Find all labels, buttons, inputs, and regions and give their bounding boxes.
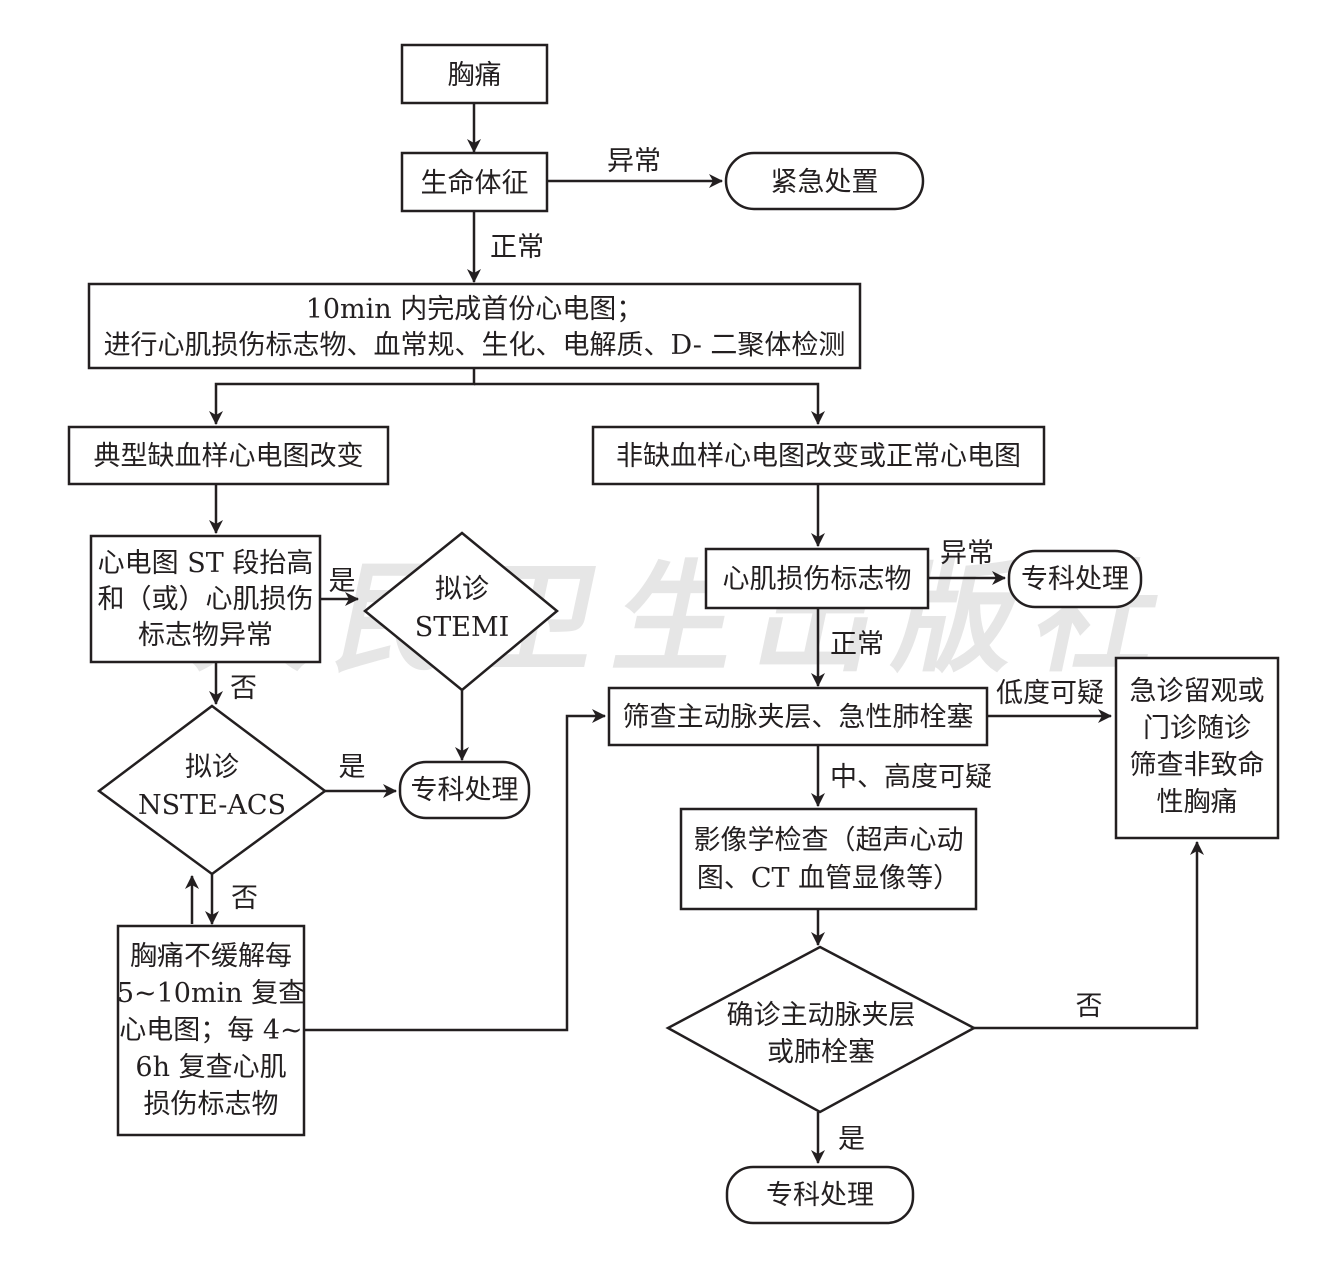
- node-specialist-3: 专科处理: [725, 1165, 915, 1225]
- node-confirm-line2: 或肺栓塞: [767, 1037, 875, 1068]
- node-specialist-2-label: 专科处理: [1021, 564, 1129, 595]
- edge-label-confirm-no: 否: [1076, 991, 1103, 1022]
- edge-labels: 异常 正常 是 否 是 否 异常 正常 低度可疑 中、高度可疑 否 是: [230, 146, 1104, 1155]
- node-emergency: 紧急处置: [724, 151, 925, 211]
- node-specialist-1: 专科处理: [398, 760, 531, 820]
- node-vital-signs: 生命体征: [400, 151, 549, 213]
- node-recheck: 胸痛不缓解每 5~10min 复查 心电图；每 4~ 6h 复查心肌 损伤标志物: [116, 924, 306, 1137]
- edge-label-markers-abnormal: 异常: [940, 538, 994, 569]
- connectors: [185, 103, 1204, 1164]
- node-myocardial-markers: 心肌损伤标志物: [704, 547, 930, 610]
- edge-label-confirm-yes: 是: [838, 1124, 865, 1155]
- node-typical-ischemic-label: 典型缺血样心电图改变: [94, 441, 364, 472]
- node-st-elevation-line2: 和（或）心肌损伤: [98, 584, 314, 615]
- edge-label-nste-no: 否: [231, 883, 258, 914]
- node-observe-line3: 筛查非致命: [1130, 750, 1265, 781]
- node-chest-pain-label: 胸痛: [448, 60, 502, 91]
- node-st-elevation-line3: 标志物异常: [138, 620, 273, 651]
- edge-label-st-yes: 是: [329, 566, 356, 597]
- node-imaging: 影像学检查（超声心动 图、CT 血管显像等）: [679, 807, 978, 911]
- node-st-elevation: 心电图 ST 段抬高 和（或）心肌损伤 标志物异常: [89, 534, 322, 664]
- node-typical-ischemic: 典型缺血样心电图改变: [67, 425, 390, 486]
- edge-label-vital-abnormal: 异常: [607, 146, 661, 177]
- edge-label-vital-normal: 正常: [490, 232, 544, 263]
- node-observe-line2: 门诊随诊: [1143, 713, 1251, 744]
- node-non-ischemic-label: 非缺血样心电图改变或正常心电图: [616, 441, 1021, 472]
- node-vital-signs-label: 生命体征: [421, 168, 529, 199]
- edge-label-nste-yes: 是: [339, 752, 366, 783]
- node-nste-acs-line1: 拟诊: [185, 752, 239, 783]
- edge-label-mid-high-suspicion: 中、高度可疑: [830, 762, 992, 793]
- node-recheck-line5: 损伤标志物: [144, 1089, 279, 1120]
- node-st-elevation-line1: 心电图 ST 段抬高: [98, 548, 314, 579]
- node-specialist-1-label: 专科处理: [411, 775, 519, 806]
- edge-label-low-suspicion: 低度可疑: [996, 678, 1104, 709]
- node-ecg-tests-line1: 10min 内完成首份心电图；: [306, 294, 644, 325]
- node-specialist-2: 专科处理: [1007, 549, 1143, 609]
- node-nste-acs-line2: NSTE-ACS: [138, 790, 286, 821]
- node-emergency-label: 紧急处置: [771, 167, 879, 198]
- node-confirm: 确诊主动脉夹层 或肺栓塞: [665, 945, 977, 1114]
- node-observe-line4: 性胸痛: [1157, 787, 1238, 818]
- node-nste-acs: 拟诊 NSTE-ACS: [96, 704, 328, 876]
- node-observe: 急诊留观或 门诊随诊 筛查非致命 性胸痛: [1114, 656, 1280, 840]
- node-observe-line1: 急诊留观或: [1130, 676, 1265, 707]
- node-myocardial-markers-label: 心肌损伤标志物: [723, 564, 912, 595]
- node-recheck-line4: 6h 复查心肌: [135, 1052, 286, 1083]
- node-stemi: 拟诊 STEMI: [363, 531, 559, 692]
- node-imaging-line1: 影像学检查（超声心动: [694, 825, 964, 856]
- node-screen-aortic-label: 筛查主动脉夹层、急性肺栓塞: [623, 702, 974, 733]
- node-ecg-tests-line2: 进行心肌损伤标志物、血常规、生化、电解质、D- 二聚体检测: [104, 330, 846, 361]
- edge-label-markers-normal: 正常: [830, 629, 884, 660]
- node-recheck-line3: 心电图；每 4~: [119, 1015, 302, 1046]
- node-confirm-line1: 确诊主动脉夹层: [727, 1000, 916, 1031]
- node-specialist-3-label: 专科处理: [766, 1180, 874, 1211]
- node-stemi-line1: 拟诊: [435, 574, 489, 605]
- node-recheck-line1: 胸痛不缓解每: [130, 941, 292, 972]
- node-stemi-line2: STEMI: [415, 612, 510, 643]
- edge-label-st-no: 否: [230, 673, 257, 704]
- node-chest-pain: 胸痛: [400, 43, 549, 105]
- node-recheck-line2: 5~10min 复查: [117, 978, 305, 1009]
- node-imaging-line2: 图、CT 血管显像等）: [697, 863, 960, 894]
- node-non-ischemic: 非缺血样心电图改变或正常心电图: [591, 425, 1046, 486]
- node-ecg-tests: 10min 内完成首份心电图； 进行心肌损伤标志物、血常规、生化、电解质、D- …: [87, 282, 862, 370]
- node-screen-aortic: 筛查主动脉夹层、急性肺栓塞: [607, 686, 989, 747]
